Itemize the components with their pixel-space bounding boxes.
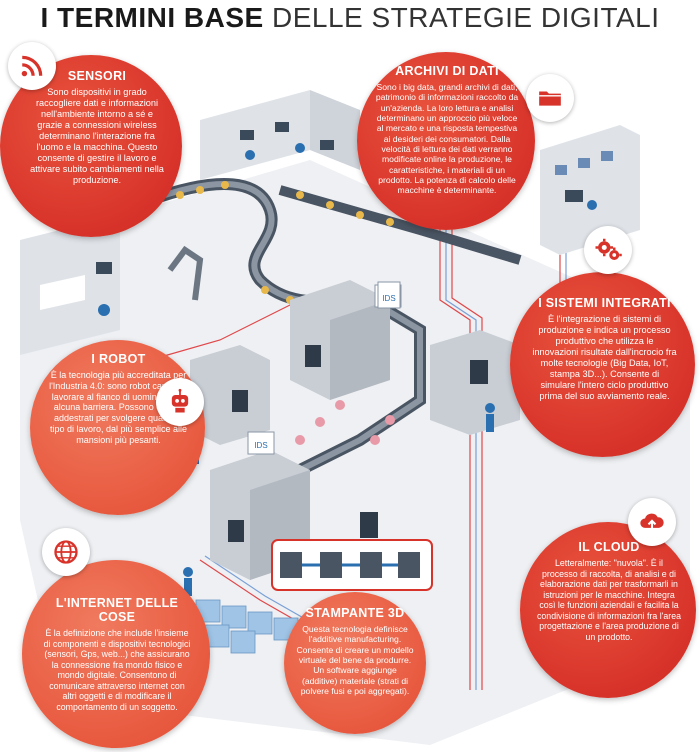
bubble-sistemi: I SISTEMI INTEGRATI È l'integrazione di … bbox=[510, 272, 695, 457]
sistemi-icon-wrap bbox=[584, 226, 632, 274]
bubble-stampante: STAMPANTE 3D Questa tecnologia definisce… bbox=[284, 592, 426, 734]
office-left bbox=[20, 215, 120, 355]
bubble-internet: L'INTERNET DELLE COSE È la definizione c… bbox=[22, 560, 210, 748]
sensori-title: SENSORI bbox=[67, 69, 127, 83]
stampante-text: Questa tecnologia definisce l'additive m… bbox=[296, 624, 414, 696]
robot-arm-station bbox=[167, 245, 270, 445]
gears-icon bbox=[595, 238, 622, 260]
robot-icon-wrap bbox=[156, 378, 204, 426]
sensori-icon-wrap bbox=[8, 42, 56, 90]
cloud-upload-icon bbox=[640, 513, 664, 532]
cloud-text: Letteralmente: "nuvola". È il processo d… bbox=[537, 558, 681, 642]
right-machine bbox=[430, 330, 520, 435]
folder-icon bbox=[539, 91, 561, 106]
robot-title: I ROBOT bbox=[91, 352, 146, 366]
sistemi-title: I SISTEMI INTEGRATI bbox=[538, 296, 671, 310]
office-top-right bbox=[540, 125, 640, 255]
ids-sign-top bbox=[377, 281, 401, 309]
rss-icon bbox=[21, 55, 43, 77]
globe-icon bbox=[54, 540, 78, 564]
printer-panel bbox=[271, 539, 433, 591]
page-title: I TERMINI BASE DELLE STRATEGIE DIGITALI bbox=[0, 2, 700, 34]
title-bold: I TERMINI BASE bbox=[40, 2, 264, 33]
ids-label-mid: IDS bbox=[254, 441, 267, 450]
title-rest: DELLE STRATEGIE DIGITALI bbox=[272, 2, 660, 33]
internet-title: L'INTERNET DELLE COSE bbox=[55, 596, 179, 624]
stampante-title: STAMPANTE 3D bbox=[305, 606, 405, 620]
internet-icon-wrap bbox=[42, 528, 90, 576]
archivi-title: ARCHIVI DI DATI bbox=[395, 64, 499, 78]
internet-text: È la definizione che include l'insieme d… bbox=[43, 628, 191, 712]
bubble-archivi: ARCHIVI DI DATI Sono i big data, grandi … bbox=[357, 52, 535, 230]
bubble-robot: I ROBOT È la tecnologia più accreditata … bbox=[30, 340, 205, 515]
products bbox=[176, 181, 394, 304]
robot-icon bbox=[171, 388, 189, 413]
ids-label-top: IDS bbox=[382, 294, 395, 303]
archivi-text: Sono i big data, grandi archivi di dati,… bbox=[375, 82, 519, 196]
sistemi-text: È l'integrazione di sistemi di produzion… bbox=[532, 314, 677, 402]
office-top-left bbox=[200, 90, 360, 180]
cloud-icon-wrap bbox=[628, 498, 676, 546]
sensori-text: Sono dispositivi in grado raccogliere da… bbox=[30, 87, 164, 186]
bubble-cloud: IL CLOUD Letteralmente: "nuvola". È il p… bbox=[520, 522, 696, 698]
archivi-icon-wrap bbox=[526, 74, 574, 122]
robot-text: È la tecnologia più accreditata per l'In… bbox=[49, 370, 188, 445]
cloud-title: IL CLOUD bbox=[578, 540, 640, 554]
